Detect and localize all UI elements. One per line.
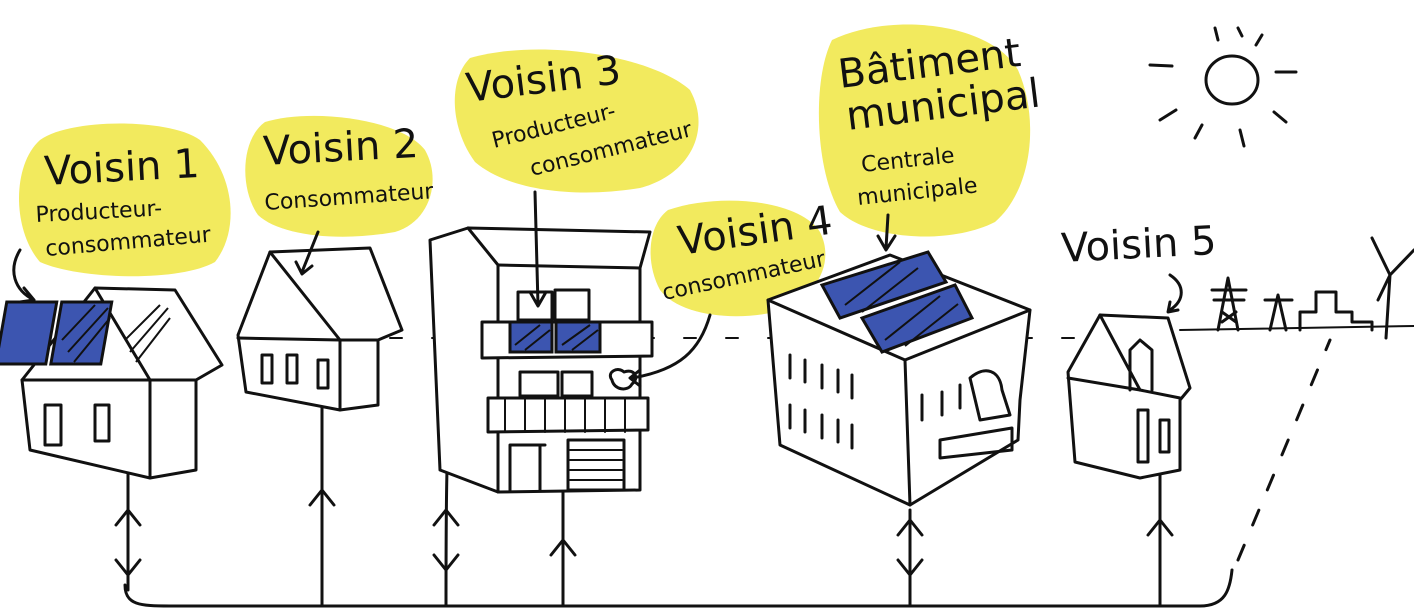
factory-icon	[1300, 292, 1372, 330]
connector-voisin1	[116, 470, 140, 590]
house-voisin5	[1068, 315, 1190, 478]
label-voisin5-name: Voisin 5	[1060, 218, 1218, 272]
pointer-arrow-voisin1	[14, 250, 34, 302]
connector-batiment	[898, 510, 922, 606]
building-voisin3-voisin4	[430, 228, 652, 492]
solar-panel	[51, 302, 112, 364]
solar-panel	[556, 322, 600, 352]
pointer-arrow-voisin5	[1168, 275, 1181, 312]
label-voisin1-name: Voisin 1	[43, 141, 201, 195]
house-voisin1	[0, 288, 222, 478]
house-voisin2	[238, 248, 402, 410]
solar-panel	[0, 302, 57, 364]
main-grid-cable	[125, 570, 1232, 606]
horizon-line	[1180, 326, 1414, 330]
solar-panel	[510, 322, 552, 352]
label-voisin2-name: Voisin 2	[262, 121, 420, 175]
grid-dashed-line	[1238, 340, 1330, 560]
connector-voisin2	[310, 400, 334, 606]
sun-icon	[1150, 28, 1296, 146]
municipal-building	[768, 252, 1030, 505]
connector-voisin5	[1148, 470, 1172, 606]
pylon-icon	[1265, 295, 1292, 330]
pylon-icon	[1212, 278, 1246, 330]
wind-turbine-icon	[1372, 238, 1414, 338]
